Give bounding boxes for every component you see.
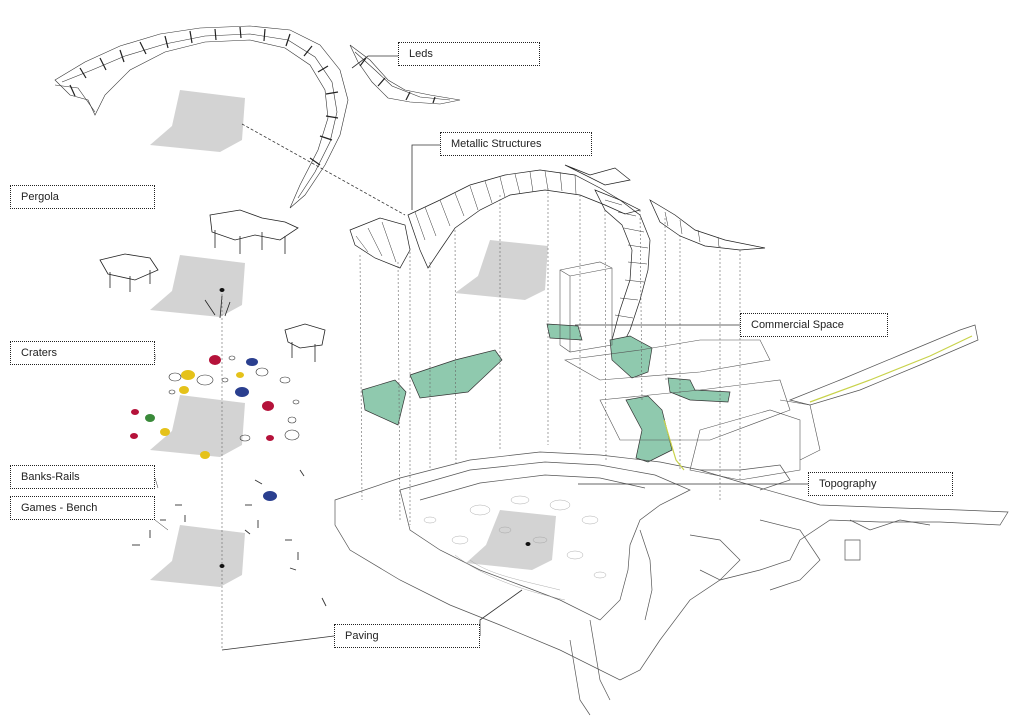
craters bbox=[130, 355, 300, 501]
label-games-bench: Games - Bench bbox=[10, 496, 155, 520]
leader-lines bbox=[154, 55, 808, 651]
building-outlines bbox=[559, 261, 821, 481]
leds-hatching bbox=[69, 26, 436, 166]
label-pergola: Pergola bbox=[10, 185, 155, 209]
metallic-hatching bbox=[355, 170, 720, 319]
label-leds: Leds bbox=[398, 42, 540, 66]
topography-contours bbox=[423, 495, 607, 601]
markers bbox=[219, 288, 531, 568]
label-banks-rails: Banks-Rails bbox=[10, 465, 155, 489]
label-craters: Craters bbox=[10, 341, 155, 365]
bench-marks bbox=[132, 469, 327, 607]
pergolas bbox=[99, 209, 326, 362]
footprints bbox=[150, 90, 556, 587]
commercial-space bbox=[361, 323, 731, 463]
right-ramp bbox=[663, 324, 979, 471]
leds-layer bbox=[54, 25, 461, 209]
label-metallic-structures: Metallic Structures bbox=[440, 132, 592, 156]
topography-plate bbox=[334, 451, 1009, 716]
label-commercial-space: Commercial Space bbox=[740, 313, 888, 337]
label-topography: Topography bbox=[808, 472, 953, 496]
label-paving: Paving bbox=[334, 624, 480, 648]
projection-lines bbox=[221, 188, 741, 650]
